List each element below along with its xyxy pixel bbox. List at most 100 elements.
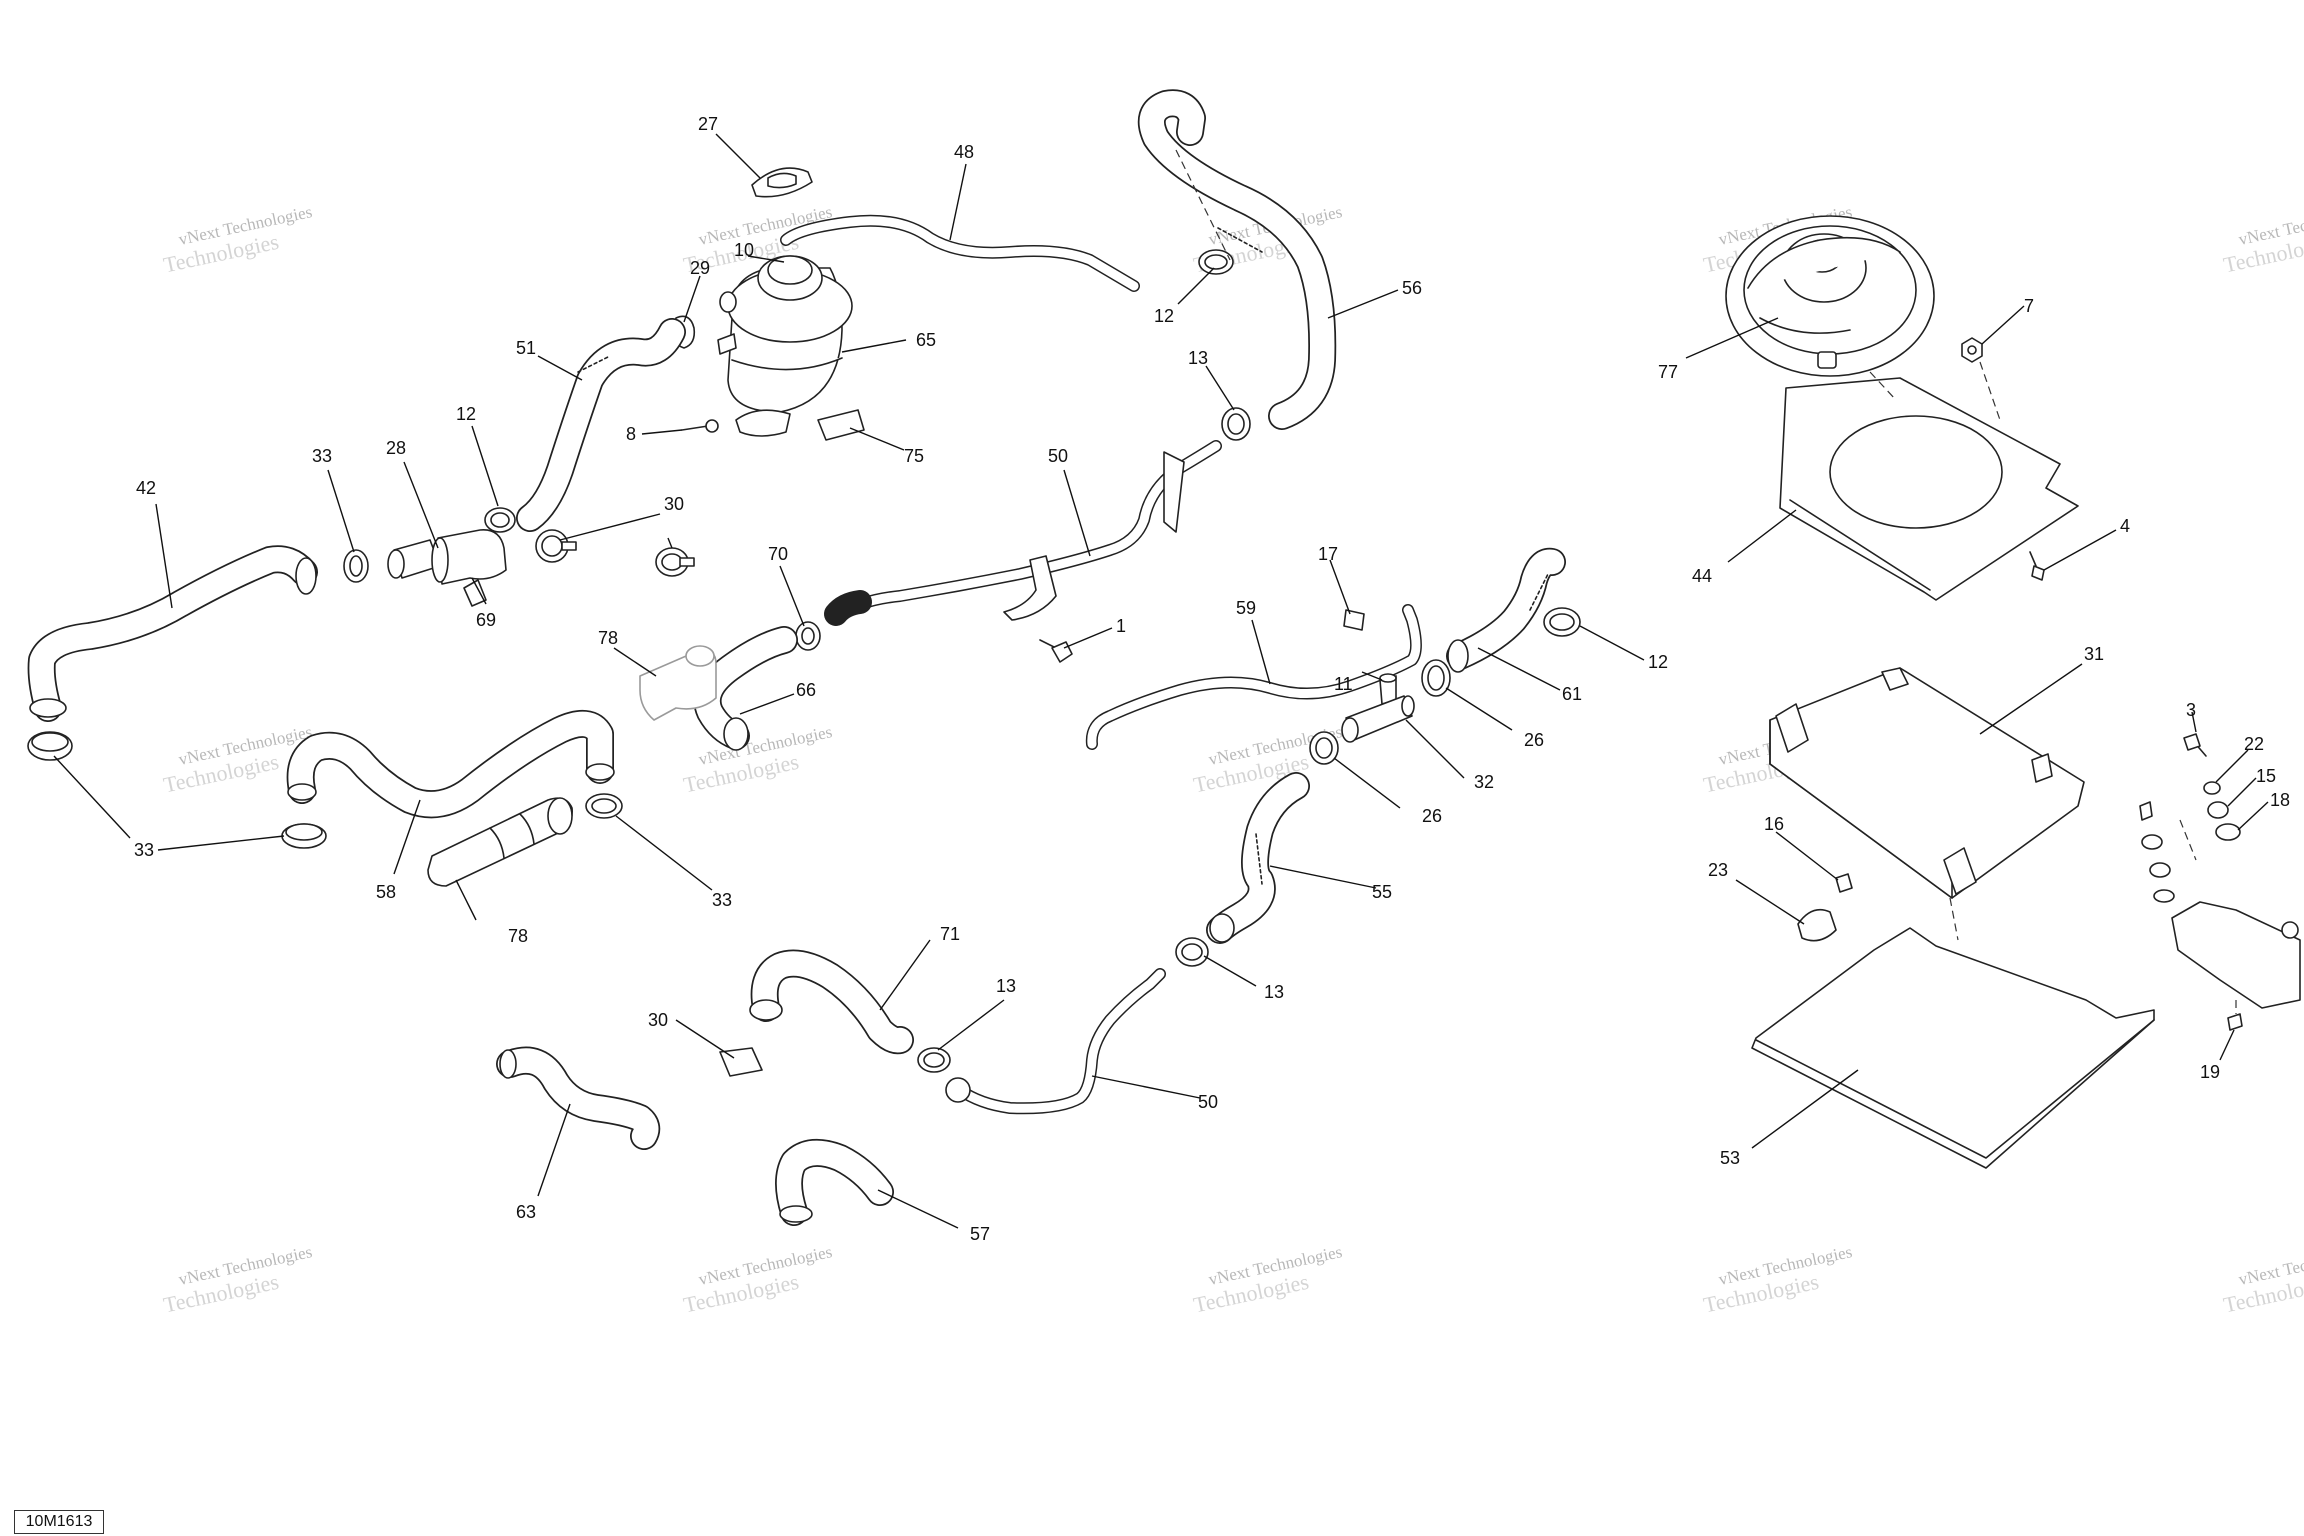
part-30-hose-clamp[interactable] [655, 547, 695, 577]
part-27-pressure-cap[interactable] [751, 167, 813, 198]
callout-30[interactable]: 30 [648, 1010, 668, 1030]
part-48-vent-tube[interactable] [780, 214, 1140, 292]
part-bracket[interactable] [2171, 901, 2301, 1009]
callout-26[interactable]: 26 [1524, 730, 1544, 750]
callout-51[interactable]: 51 [516, 338, 536, 358]
part-12-hose-clamp[interactable] [1543, 607, 1581, 637]
part-65-coolant-reservoir[interactable] [717, 255, 853, 437]
callout-59[interactable]: 59 [1236, 598, 1256, 618]
callout-42[interactable]: 42 [136, 478, 156, 498]
part-12-hose-clamp[interactable] [1198, 249, 1234, 275]
part-33-hose-clamp[interactable] [281, 823, 327, 849]
callout-66[interactable]: 66 [796, 680, 816, 700]
callout-1[interactable]: 1 [1116, 616, 1126, 636]
part-78-protective-sleeve[interactable] [639, 645, 717, 721]
callout-23[interactable]: 23 [1708, 860, 1728, 880]
part-4-screw[interactable] [2029, 551, 2045, 581]
part-55-coolant-hose[interactable] [1206, 772, 1310, 944]
callout-30[interactable]: 30 [664, 494, 684, 514]
callout-26[interactable]: 26 [1422, 806, 1442, 826]
callout-13[interactable]: 13 [1264, 982, 1284, 1002]
part-32-tee-fitting[interactable] [1341, 695, 1415, 743]
callout-75[interactable]: 75 [904, 446, 924, 466]
callout-77[interactable]: 77 [1658, 362, 1678, 382]
callout-29[interactable]: 29 [690, 258, 710, 278]
callout-4[interactable]: 4 [2120, 516, 2130, 536]
callout-12[interactable]: 12 [1648, 652, 1668, 672]
part-18-washer[interactable] [2215, 823, 2241, 841]
part-77-radiator-fan[interactable] [1725, 215, 1935, 377]
part-70-hose-clamp[interactable] [795, 621, 821, 651]
callout-11[interactable]: 11 [1334, 674, 1353, 694]
part-13-hose-clamp[interactable] [917, 1047, 951, 1073]
callout-15[interactable]: 15 [2256, 766, 2276, 786]
part-3-bolt[interactable] [2183, 733, 2207, 757]
callout-55[interactable]: 55 [1372, 882, 1392, 902]
callout-27[interactable]: 27 [698, 114, 718, 134]
callout-12[interactable]: 12 [1154, 306, 1174, 326]
part-50-metal-coolant-tube[interactable] [945, 968, 1166, 1115]
part-33-hose-clamp[interactable] [27, 731, 73, 761]
part-61-coolant-hose[interactable] [1446, 547, 1566, 673]
callout-7[interactable]: 7 [2024, 296, 2034, 316]
part-63-coolant-hose[interactable] [496, 1046, 661, 1150]
callout-33[interactable]: 33 [134, 840, 154, 860]
callout-50[interactable]: 50 [1048, 446, 1068, 466]
callout-50[interactable]: 50 [1198, 1092, 1218, 1112]
callout-19[interactable]: 19 [2200, 1062, 2220, 1082]
part-31-radiator[interactable] [1769, 667, 2085, 899]
callout-78[interactable]: 78 [598, 628, 618, 648]
callout-78[interactable]: 78 [508, 926, 528, 946]
part-71-coolant-hose[interactable] [749, 949, 914, 1055]
part-51-reservoir-hose[interactable] [516, 318, 686, 532]
part-53-protective-plate[interactable] [1751, 927, 2155, 1169]
part-57-coolant-hose[interactable] [775, 1138, 894, 1226]
part-16-grommet[interactable] [1835, 873, 1853, 893]
callout-33[interactable]: 33 [712, 890, 732, 910]
part-78-protective-sleeve[interactable] [427, 797, 573, 887]
part-44-fan-shroud[interactable] [1779, 377, 2079, 601]
callout-31[interactable]: 31 [2084, 644, 2104, 664]
callout-13[interactable]: 13 [996, 976, 1016, 996]
callout-8[interactable]: 8 [626, 424, 636, 444]
callout-13[interactable]: 13 [1188, 348, 1208, 368]
callout-65[interactable]: 65 [916, 330, 936, 350]
callout-16[interactable]: 16 [1764, 814, 1784, 834]
callout-33[interactable]: 33 [312, 446, 332, 466]
part-7-nut[interactable] [1961, 337, 1983, 363]
callout-32[interactable]: 32 [1474, 772, 1494, 792]
part-33-hose-clamp[interactable] [585, 793, 623, 819]
part-15-nut[interactable] [2207, 801, 2229, 819]
callout-10[interactable]: 10 [734, 240, 754, 260]
part-56-upper-radiator-hose[interactable] [1137, 89, 1337, 430]
callout-48[interactable]: 48 [954, 142, 974, 162]
part-12-hose-clamp[interactable] [484, 507, 516, 533]
part-13-hose-clamp[interactable] [1221, 407, 1251, 441]
part-1-bolt[interactable] [1039, 639, 1073, 663]
callout-44[interactable]: 44 [1692, 566, 1712, 586]
callout-53[interactable]: 53 [1720, 1148, 1740, 1168]
callout-57[interactable]: 57 [970, 1224, 990, 1244]
callout-12[interactable]: 12 [456, 404, 476, 424]
part-58-coolant-hose[interactable] [286, 710, 615, 819]
part-50-metal-coolant-tube[interactable] [824, 440, 1222, 626]
callout-17[interactable]: 17 [1318, 544, 1338, 564]
part-42-lower-radiator-hose[interactable] [27, 545, 318, 722]
part-26-hose-clamp[interactable] [1421, 659, 1451, 697]
part-bracket-hardware[interactable] [2139, 801, 2175, 903]
part-30-hose-clamp[interactable] [535, 529, 577, 563]
callout-69[interactable]: 69 [476, 610, 496, 630]
callout-70[interactable]: 70 [768, 544, 788, 564]
callout-71[interactable]: 71 [940, 924, 960, 944]
part-19-screw[interactable] [2227, 1013, 2243, 1031]
part-8-screw[interactable] [681, 419, 719, 433]
part-75-label[interactable] [817, 409, 865, 441]
callout-3[interactable]: 3 [2186, 700, 2196, 720]
part-13-hose-clamp[interactable] [1175, 937, 1209, 967]
part-33-hose-clamp[interactable] [343, 549, 369, 583]
callout-56[interactable]: 56 [1402, 278, 1422, 298]
part-26-hose-clamp[interactable] [1309, 731, 1339, 765]
callout-22[interactable]: 22 [2244, 734, 2264, 754]
part-69-thermostat-housing[interactable] [431, 529, 507, 607]
callout-63[interactable]: 63 [516, 1202, 536, 1222]
